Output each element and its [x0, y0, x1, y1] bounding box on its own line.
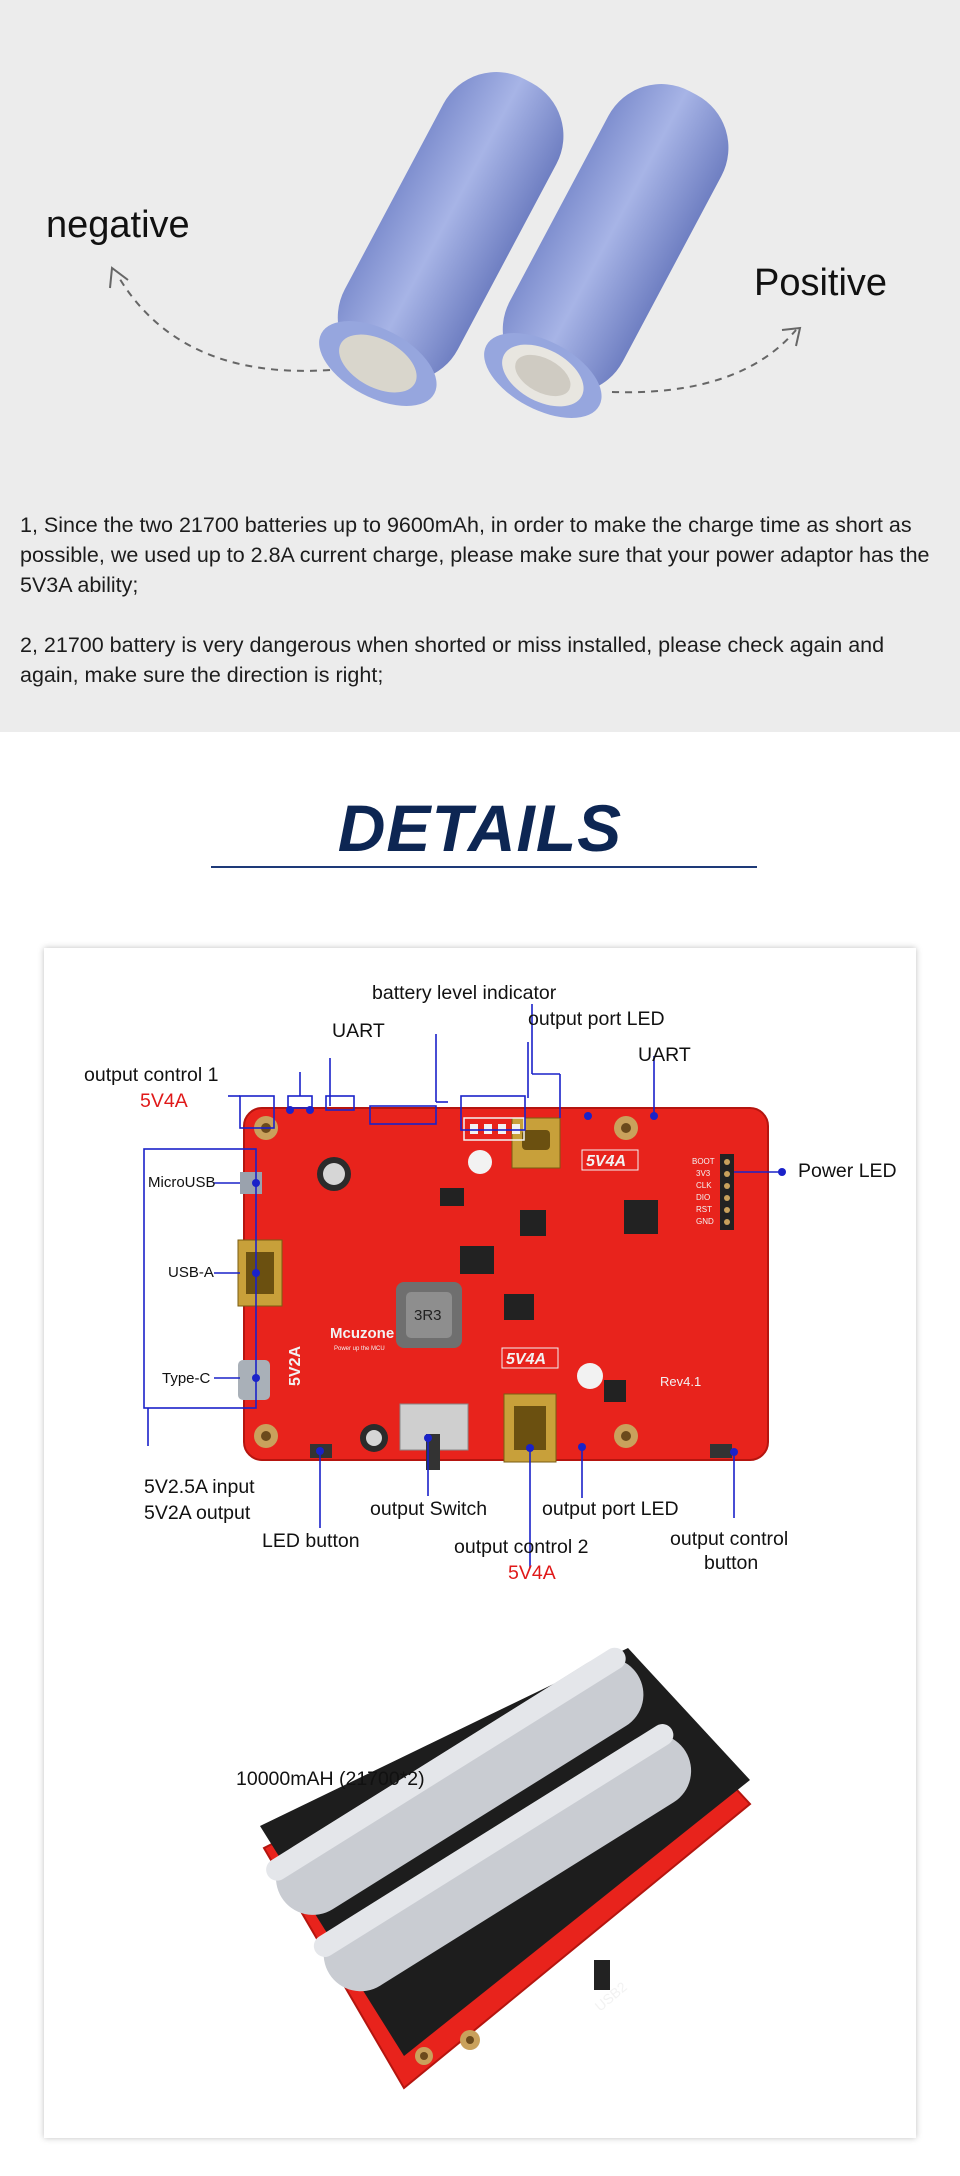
- details-heading: DETAILS: [337, 791, 623, 865]
- output-control-button-label: output control: [670, 1528, 789, 1550]
- uart-right-label: UART: [638, 1044, 691, 1066]
- positive-arrowhead: [781, 326, 802, 347]
- output-switch-label: output Switch: [370, 1498, 488, 1520]
- callout-lines: [143, 1004, 782, 1948]
- pin-label-dio: DIO: [696, 1193, 710, 1202]
- battery-cell-right: [484, 84, 729, 418]
- safety-note: 2, 21700 battery is very dangerous when …: [20, 633, 885, 687]
- pcb-pin-labels: BOOT 3V3 CLK DIO RST GND: [692, 1157, 715, 1226]
- negative-arrow: [117, 275, 331, 372]
- charge-note: 1, Since the two 21700 batteries up to 9…: [20, 513, 930, 597]
- output-port-led-bottom-label: output port LED: [542, 1498, 679, 1520]
- power-led-label: Power LED: [798, 1160, 897, 1182]
- output-control-2-rating: 5V4A: [508, 1562, 556, 1584]
- uart-left-label: UART: [332, 1020, 385, 1042]
- pack-capacity-label: 10000mAH (21700*2): [236, 1768, 425, 1790]
- type-c-label: Type-C: [162, 1370, 211, 1387]
- battery-pack-illustration: [260, 1647, 752, 2090]
- negative-arrowhead: [109, 266, 129, 289]
- output-control-2-label: output control 2: [454, 1536, 589, 1558]
- battery-orientation-section: negative Positive 1, Since the two 21700…: [0, 0, 960, 732]
- pin-label-rst: RST: [696, 1205, 712, 1214]
- pcb-inductor-marking: 3R3: [414, 1307, 442, 1324]
- pin-label-gnd: GND: [696, 1217, 714, 1226]
- usb-a-label: USB-A: [168, 1264, 214, 1281]
- details-divider: [211, 866, 757, 868]
- output-port-led-top-label: output port LED: [528, 1008, 665, 1030]
- battery-level-indicator-label: battery level indicator: [372, 982, 557, 1004]
- pin-label-boot: BOOT: [692, 1157, 715, 1166]
- callout-dots: [252, 1106, 786, 1953]
- output-control-1-rating: 5V4A: [140, 1090, 188, 1112]
- positive-arrow: [611, 329, 797, 394]
- pcb-input-rating: 5V2A: [287, 1346, 304, 1386]
- battery-cell-left: [319, 72, 564, 406]
- pcb-board: [237, 1107, 769, 1470]
- pcb-brand: Mcuzone: [330, 1325, 394, 1342]
- board-diagram: 5V4A 5V4A 5V2A Mcuzone Power up the MCU …: [143, 1004, 786, 2090]
- pcb-port2-rating: 5V4A: [506, 1351, 546, 1368]
- details-card: 5V4A 5V4A 5V2A Mcuzone Power up the MCU …: [44, 948, 916, 2138]
- pin-label-3v3: 3V3: [696, 1169, 711, 1178]
- output-control-button-label-line2: button: [704, 1552, 759, 1574]
- output-rating-label: 5V2A output: [144, 1502, 251, 1524]
- battery-illustration: [109, 72, 802, 418]
- output-control-1-label: output control 1: [84, 1064, 219, 1086]
- led-button-label: LED button: [262, 1530, 360, 1552]
- input-rating-label: 5V2.5A input: [144, 1476, 255, 1498]
- negative-label: negative: [46, 204, 190, 246]
- pcb-tagline: Power up the MCU: [334, 1346, 385, 1352]
- pcb-rev: Rev4.1: [660, 1374, 701, 1389]
- pin-label-clk: CLK: [696, 1181, 712, 1190]
- positive-label: Positive: [754, 262, 888, 304]
- pcb-port1-rating: 5V4A: [586, 1153, 626, 1170]
- microusb-label: MicroUSB: [148, 1174, 216, 1191]
